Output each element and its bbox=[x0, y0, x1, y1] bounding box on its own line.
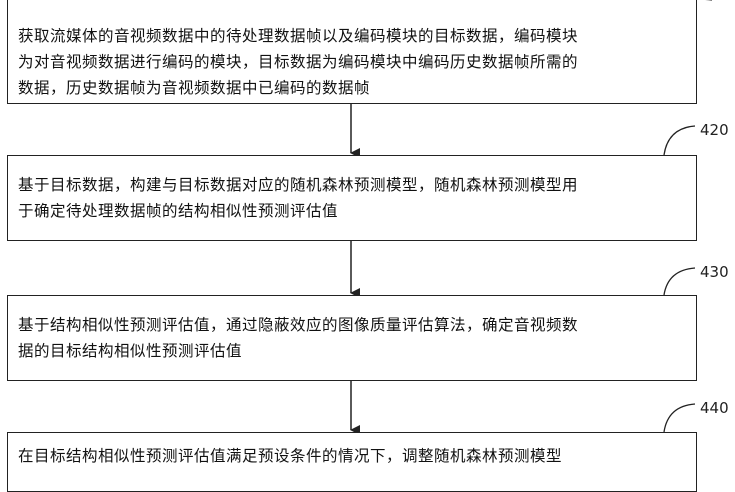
leader-440 bbox=[663, 403, 696, 433]
step-box-420: 基于目标数据，构建与目标数据对应的随机森林预测模型，随机森林预测模型用 于确定待… bbox=[7, 155, 697, 241]
step-label-420: 420 bbox=[700, 121, 729, 139]
step-label-440: 440 bbox=[700, 399, 729, 417]
step-label-430: 430 bbox=[700, 263, 729, 281]
step-box-410: 获取流媒体的音视频数据中的待处理数据帧以及编码模块的目标数据，编码模块 为对音视… bbox=[7, 0, 697, 104]
leader-420 bbox=[663, 125, 696, 156]
step-box-430: 基于结构相似性预测评估值，通过隐蔽效应的图像质量评估算法，确定音视频数 据的目标… bbox=[7, 295, 697, 381]
leader-430 bbox=[663, 267, 696, 296]
step-box-440: 在目标结构相似性预测评估值满足预设条件的情况下，调整随机森林预测模型 bbox=[7, 432, 697, 492]
